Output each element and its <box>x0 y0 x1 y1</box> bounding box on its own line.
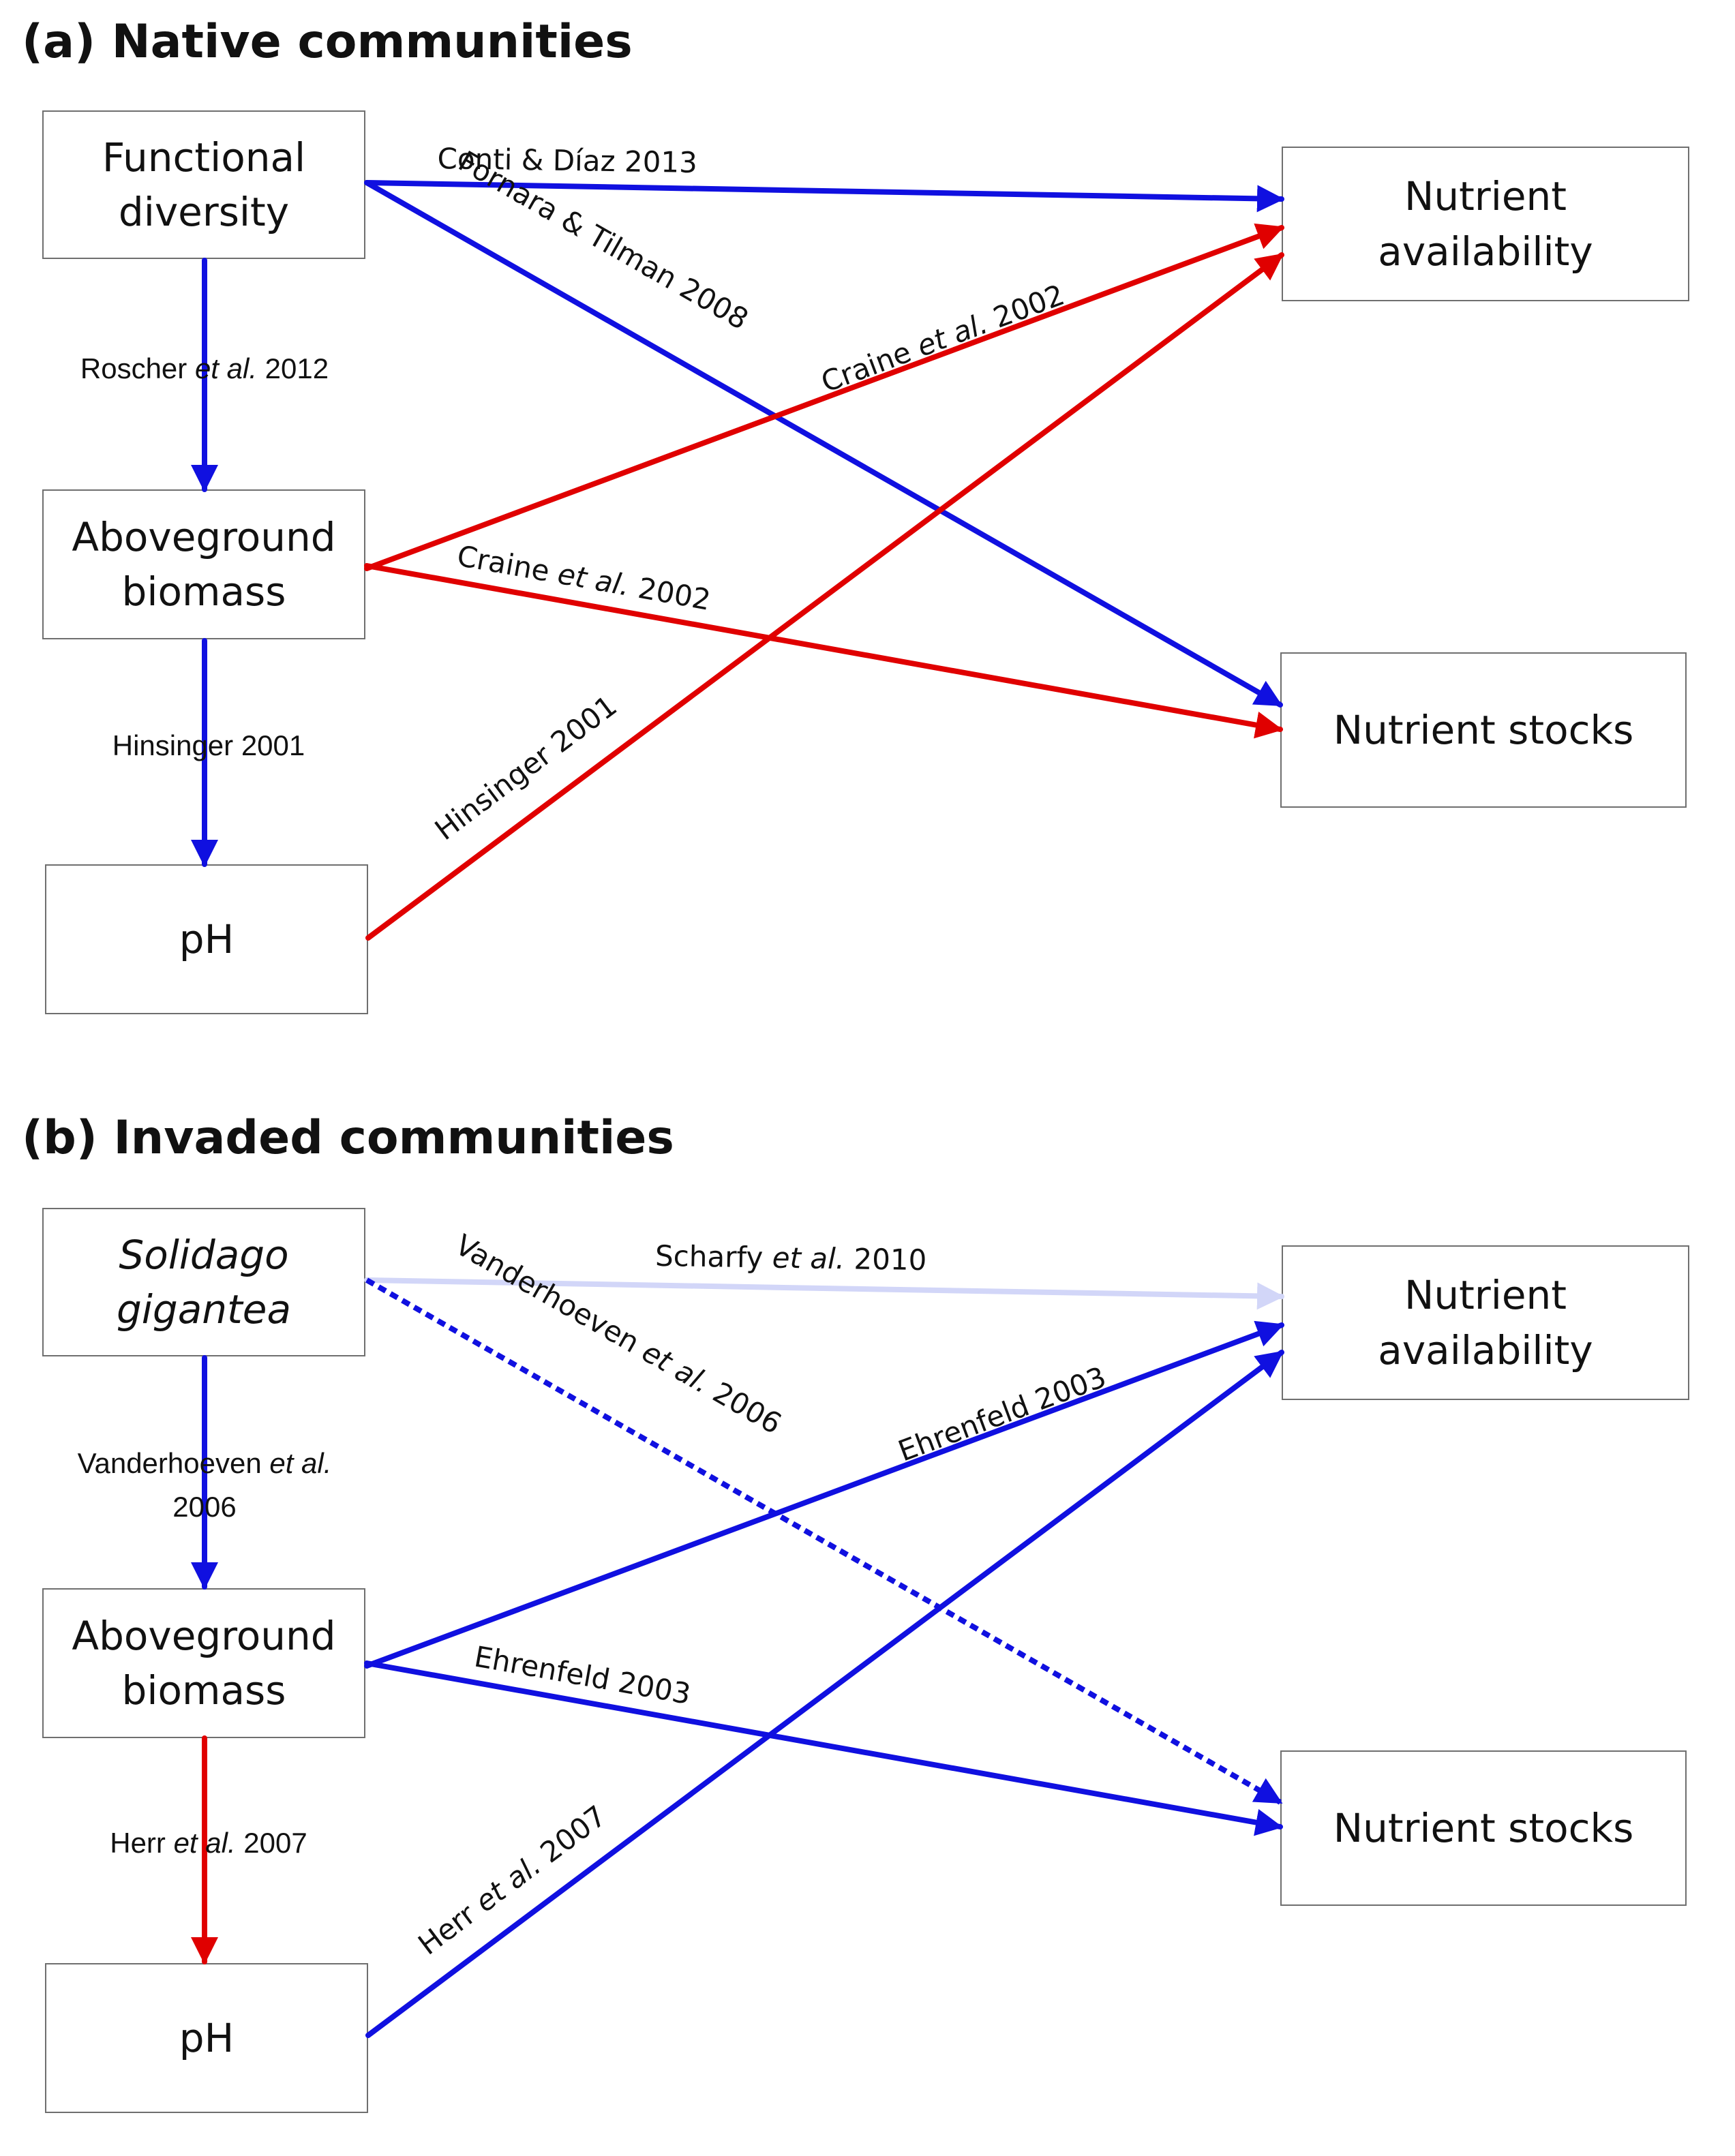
arrow-biomass-stocks <box>364 563 1283 739</box>
arrow-label: Craine et al. 2002 <box>817 278 1069 399</box>
arrow-label: Hinsinger 2001 <box>112 729 305 761</box>
node-label-line: gigantea <box>116 1286 291 1333</box>
panel-b-nutrient-availability-box: Nutrient availability <box>1282 1245 1689 1400</box>
panel-a-nutrient-stocks-box: Nutrient stocks <box>1280 652 1687 808</box>
panel-a-nutrient-availability-box: Nutrient availability <box>1282 147 1689 301</box>
node-label-line: Aboveground <box>72 1612 336 1659</box>
panel-a-aboveground-biomass-box: Aboveground biomass <box>42 489 365 639</box>
panel-b-arrows <box>191 1277 1284 2038</box>
arrow-biomass-availability <box>364 223 1284 571</box>
panel-a-title: (a) Native communities <box>22 15 633 69</box>
node-label-line: Functional <box>102 134 306 181</box>
arrow-ph-availability <box>365 1350 1284 2038</box>
arrow-label: 2006 <box>172 1491 236 1523</box>
node-label-line: availability <box>1378 228 1593 275</box>
panel-a-arrows <box>191 180 1284 941</box>
node-label-line: Solidago <box>119 1231 289 1278</box>
arrow-label: Conti & Díaz 2013 <box>437 142 697 179</box>
panel-b-ph-box: pH <box>45 1963 368 2113</box>
arrow-ph-availability <box>365 252 1284 941</box>
node-label-line: biomass <box>121 568 286 615</box>
arrow-label: Herr et al. 2007 <box>110 1827 307 1859</box>
node-label-line: Nutrient stocks <box>1333 1804 1634 1851</box>
node-label-line: availability <box>1378 1326 1593 1373</box>
node-label-line: Nutrient <box>1404 173 1567 220</box>
arrow-label: Vanderhoeven et al. <box>78 1447 332 1479</box>
panel-a-ph-box: pH <box>45 864 368 1014</box>
node-label-line: biomass <box>121 1667 286 1714</box>
arrow-label: Roscher et al. 2012 <box>80 352 329 384</box>
panel-b-solidago-gigantea-box: Solidago gigantea <box>42 1208 365 1356</box>
node-label-line: pH <box>179 2014 235 2061</box>
node-label-line: Nutrient <box>1404 1272 1567 1319</box>
arrow-driver-stocks <box>364 180 1283 708</box>
arrow-label: Scharfy et al. 2010 <box>655 1239 927 1277</box>
panel-b-nutrient-stocks-box: Nutrient stocks <box>1280 1750 1687 1906</box>
arrow-driver-availability <box>364 1277 1284 1310</box>
arrow-label: Herr et al. 2007 <box>412 1799 612 1961</box>
arrow-biomass-availability <box>364 1320 1284 1669</box>
node-label-line: Aboveground <box>72 513 336 560</box>
node-label-line: Nutrient stocks <box>1333 706 1634 753</box>
panel-b-aboveground-biomass-box: Aboveground biomass <box>42 1588 365 1738</box>
node-label-line: pH <box>179 915 235 962</box>
arrow-label: Ehrenfeld 2003 <box>894 1360 1111 1468</box>
arrow-biomass-stocks <box>364 1660 1283 1836</box>
node-label-line: diversity <box>118 189 290 235</box>
arrow-driver-availability <box>364 180 1284 213</box>
panel-a-functional-diversity-box: Functional diversity <box>42 110 365 259</box>
panel-b-title: (b) Invaded communities <box>22 1111 674 1165</box>
arrow-driver-stocks <box>365 1277 1283 1805</box>
